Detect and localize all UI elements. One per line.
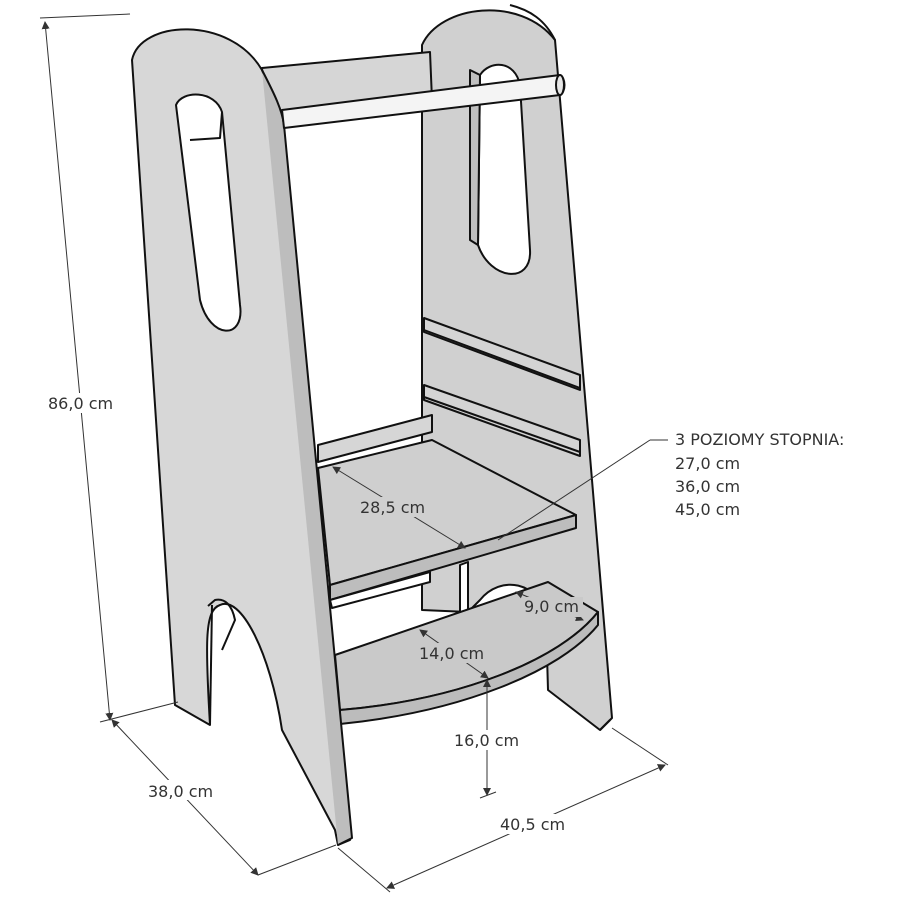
note-title: 3 POZIOMY STOPNIA: [675, 430, 844, 449]
side-rails [423, 317, 581, 457]
top-step-depth-label: 28,5 cm [360, 498, 425, 517]
top-bar [281, 74, 566, 129]
right-handle-hole [477, 63, 532, 275]
left-side-panel [131, 28, 353, 846]
note-level-2: 36,0 cm [675, 477, 740, 496]
bottom-height-label: 16,0 cm [454, 731, 519, 750]
depth-label: 38,0 cm [148, 782, 213, 801]
lower-step-depth-label: 14,0 cm [419, 644, 484, 663]
height-label: 86,0 cm [48, 394, 113, 413]
left-handle-hole [175, 93, 242, 332]
note-level-3: 45,0 cm [675, 500, 740, 519]
note-level-1: 27,0 cm [675, 454, 740, 473]
platform-back-rail [317, 414, 433, 463]
lower-step-extension-label: 9,0 cm [524, 597, 579, 616]
step-levels-note: 3 POZIOMY STOPNIA: 27,0 cm 36,0 cm 45,0 … [675, 430, 844, 519]
width-label: 40,5 cm [500, 815, 565, 834]
